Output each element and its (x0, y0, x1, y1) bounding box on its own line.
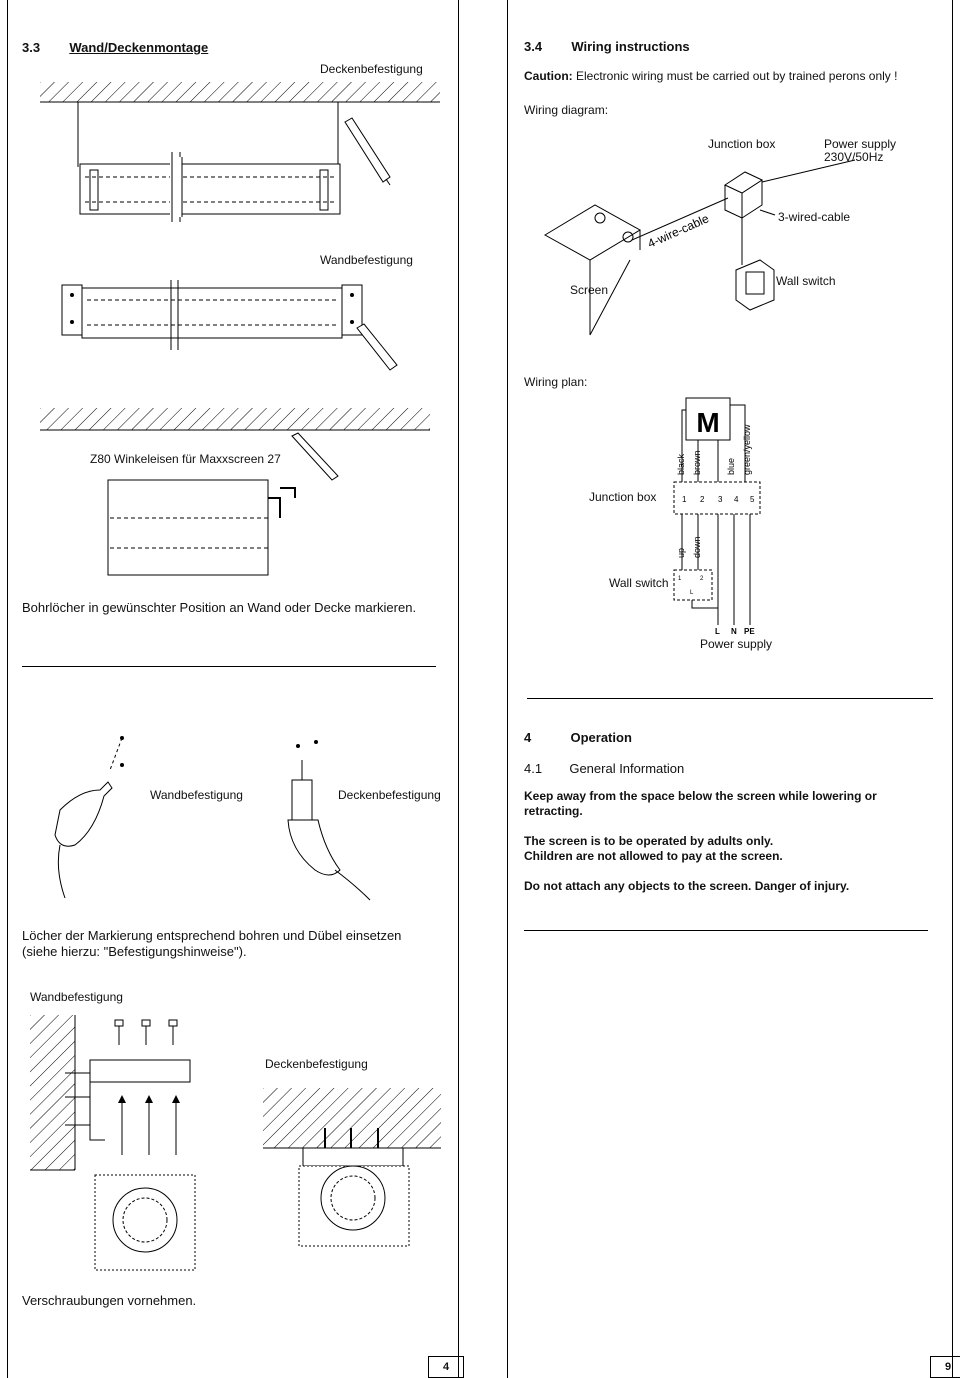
column-divider-left (458, 0, 459, 1378)
step1-text: Bohrlöcher in gewünschter Position an Wa… (22, 600, 417, 615)
angle-bracket-drawing (40, 408, 430, 576)
general-info-number: 4.1 (524, 761, 543, 776)
plan-terminal-1: 1 (682, 495, 687, 504)
caution-line: Caution: Electronic wiring must be carri… (524, 69, 897, 83)
right-section-title: Wiring instructions (571, 39, 690, 54)
operation-title: Operation (570, 730, 632, 745)
right-border (952, 0, 953, 1378)
plan-supply-n: N (731, 627, 737, 636)
diagram-power-voltage-label: 230V/50Hz (824, 150, 884, 164)
right-rule-1 (527, 698, 933, 699)
diagram-junction-box-label: Junction box (708, 137, 776, 151)
step2-line2: (siehe hierzu: "Befestigungshinweise"). (22, 944, 247, 959)
plan-supply-l: L (715, 627, 720, 636)
caution-text: Electronic wiring must be carried out by… (572, 69, 898, 83)
plan-switch-up: up (676, 548, 686, 558)
warning-2-line1: The screen is to be operated by adults o… (524, 834, 774, 848)
column-divider-right (507, 0, 508, 1378)
wiring-plan-drawing: M black brown blue green/yellow 1 2 3 4 … (673, 397, 761, 636)
left-rule-1 (22, 666, 436, 667)
step3-text: Verschraubungen vornehmen. (22, 1293, 197, 1308)
left-border (7, 0, 8, 1378)
label-z80: Z80 Winkeleisen für Maxxscreen 27 (90, 452, 281, 466)
wall-screw-drawing (30, 1015, 196, 1271)
right-section-heading: 3.4 Wiring instructions (524, 39, 690, 54)
drill-wall-drawing (54, 736, 124, 899)
plan-terminal-4: 4 (734, 495, 739, 504)
label-deckenbefestigung-bottom: Deckenbefestigung (265, 1057, 368, 1071)
plan-wire-brown: brown (692, 450, 702, 475)
plan-terminal-2: 2 (700, 495, 705, 504)
left-section-number: 3.3 (22, 40, 41, 55)
left-page-number: 4 (428, 1356, 464, 1378)
ceiling-mount-drawing (40, 82, 440, 222)
plan-switch-terminal-1: 1 (678, 576, 682, 582)
diagram-four-wire-label: 4-wire-cable (646, 211, 712, 251)
right-section-number: 3.4 (524, 39, 543, 54)
left-section-title: Wand/Deckenmontage (69, 40, 209, 55)
label-wandbefestigung-top: Wandbefestigung (320, 253, 413, 267)
wiring-plan-label: Wiring plan: (524, 375, 588, 389)
label-wandbefestigung-mid: Wandbefestigung (150, 788, 243, 802)
plan-power-supply-label: Power supply (700, 637, 773, 651)
diagram-three-wired-label: 3-wired-cable (778, 210, 851, 224)
warning-2-line2: Children are not allowed to pay at the s… (524, 849, 783, 863)
diagram-power-supply-label: Power supply (824, 137, 897, 151)
plan-switch-terminal-l: L (690, 590, 694, 596)
diagram-wall-switch-label: Wall switch (776, 274, 836, 288)
general-info-title: General Information (569, 761, 685, 776)
plan-wire-black: black (676, 453, 686, 475)
plan-junction-box-label: Junction box (589, 490, 657, 504)
caution-label: Caution: (524, 69, 573, 83)
right-page-number: 9 (930, 1356, 960, 1378)
step2-line1: Löcher der Markierung entsprechend bohre… (22, 928, 402, 943)
plan-switch-terminal-2: 2 (700, 576, 704, 582)
plan-switch-down: down (692, 536, 702, 558)
general-info-heading: 4.1 General Information (524, 761, 684, 776)
plan-motor-label: M (696, 407, 719, 438)
right-rule-2 (524, 930, 928, 931)
plan-terminal-3: 3 (718, 495, 723, 504)
plan-terminal-5: 5 (750, 495, 755, 504)
operation-number: 4 (524, 730, 532, 745)
warning-1: Keep away from the space below the scree… (524, 789, 877, 818)
plan-wall-switch-label: Wall switch (609, 576, 669, 590)
label-deckenbefestigung-mid: Deckenbefestigung (338, 788, 441, 802)
label-wandbefestigung-bottom: Wandbefestigung (30, 990, 123, 1004)
wall-mount-drawing (61, 280, 398, 371)
label-deckenbefestigung-top: Deckenbefestigung (320, 62, 423, 76)
operation-heading: 4 Operation (524, 730, 632, 745)
plan-wire-green-yellow: green/yellow (742, 424, 752, 475)
plan-wire-blue: blue (726, 458, 736, 475)
wiring-diagram-label: Wiring diagram: (524, 103, 609, 117)
left-section-heading: 3.3 Wand/Deckenmontage (22, 40, 208, 55)
plan-supply-pe: PE (744, 627, 755, 636)
drill-ceiling-drawing (287, 740, 371, 901)
wiring-diagram-drawing: 4-wire-cable (544, 159, 856, 336)
warning-3: Do not attach any objects to the screen.… (524, 879, 850, 893)
diagram-screen-label: Screen (570, 283, 609, 297)
ceiling-screw-drawing (263, 1088, 441, 1247)
